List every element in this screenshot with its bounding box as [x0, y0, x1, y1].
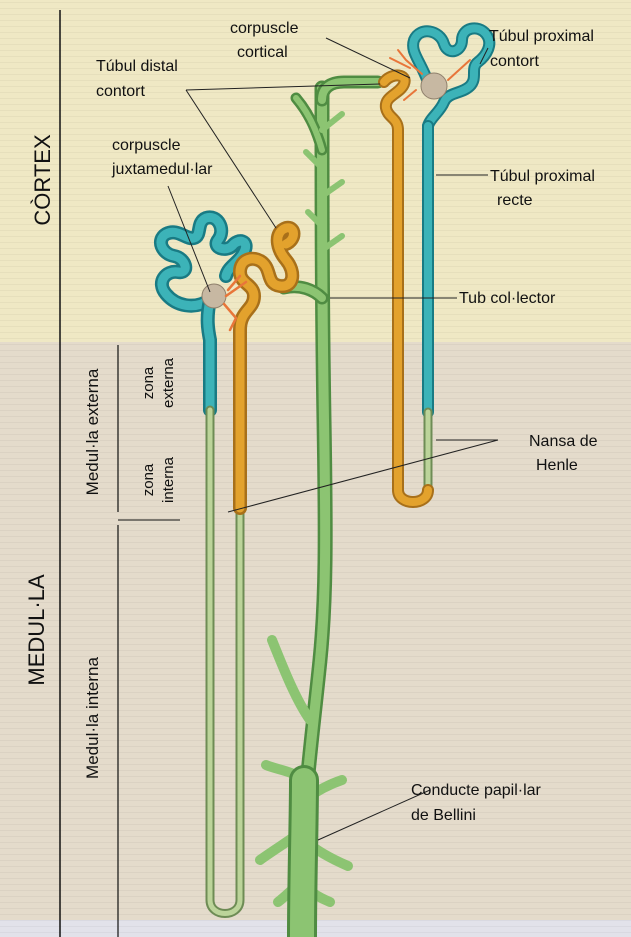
label-bellini-line1: Conducte papil·lar — [411, 782, 542, 799]
cortical-glomerulus — [421, 73, 447, 99]
label-bellini-line2: de Bellini — [411, 807, 476, 824]
label-distal-tubule-line1: Túbul distal — [96, 58, 178, 75]
label-medulla: MEDUL·LA — [24, 574, 49, 686]
label-cortical-corpuscle-line1: corpuscle — [230, 20, 299, 37]
label-inner-medulla: Medul·la interna — [83, 657, 102, 779]
label-juxtamedullary-line2: juxtamedul·lar — [111, 161, 213, 178]
label-outer-zone-line1: zona — [140, 366, 157, 399]
label-proximal-convoluted-line2: contort — [490, 53, 539, 70]
label-proximal-straight-line2: recte — [497, 192, 533, 209]
label-henle-line1: Nansa de — [529, 433, 598, 450]
label-cortex: CÒRTEX — [30, 134, 55, 226]
label-proximal-convoluted-line1: Túbul proximal — [489, 28, 594, 45]
label-outer-medulla: Medul·la externa — [83, 368, 102, 495]
label-cortical-corpuscle-line2: cortical — [237, 44, 288, 61]
label-outer-zone-line2: externa — [160, 357, 177, 408]
label-henle-line2: Henle — [536, 457, 578, 474]
label-distal-tubule-line2: contort — [96, 83, 145, 100]
label-inner-zone-line1: zona — [140, 463, 157, 496]
label-inner-zone-line2: interna — [160, 456, 177, 503]
juxtamedullary-glomerulus — [202, 284, 226, 308]
label-collecting-tube: Tub col·lector — [459, 290, 556, 307]
label-proximal-straight-line1: Túbul proximal — [490, 168, 595, 185]
label-juxtamedullary-line1: corpuscle — [112, 137, 181, 154]
